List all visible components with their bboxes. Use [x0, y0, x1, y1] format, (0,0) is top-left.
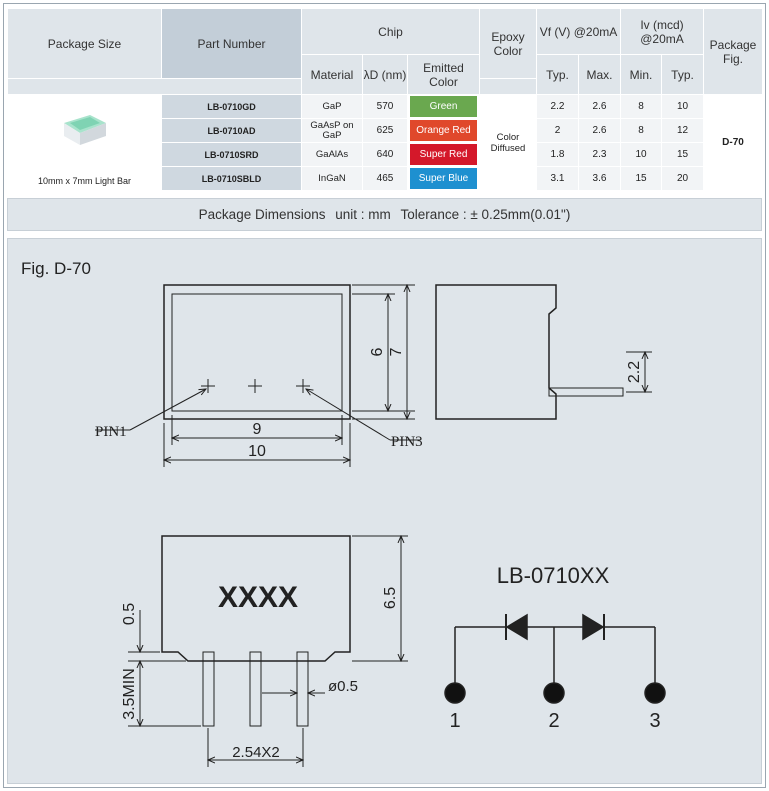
pin-number-1: 1 [449, 710, 460, 732]
diode-right-icon [582, 613, 605, 641]
header-iv-typ: Typ. [660, 54, 705, 95]
iv-typ: 15 [660, 142, 705, 167]
header-package-size: Package Size [7, 8, 162, 79]
part-number: LB-0710SRD [161, 142, 302, 167]
vf-typ: 2.2 [536, 94, 579, 119]
package-image-cell: 10mm x 7mm Light Bar [7, 94, 162, 191]
wavelength: 570 [362, 94, 408, 119]
vf-max: 2.3 [578, 142, 621, 167]
figure-title: Fig. D-70 [21, 259, 91, 278]
epoxy-color: Color Diffused [479, 94, 537, 191]
spec-table: Package Size Part Number Chip Epoxy Colo… [7, 8, 764, 191]
table-row: 10mm x 7mm Light Bar LB-0710GD GaP 570 G… [7, 94, 764, 191]
pin1-label: PIN1 [95, 424, 127, 440]
header-spacer [7, 78, 302, 95]
dim-10-label: 10 [248, 443, 266, 460]
table-row: LB-0710SBLD InGaN 465 Super Blue 3.1 3.6… [8, 166, 763, 191]
marking-label: XXXX [218, 581, 298, 614]
header-spacer-epoxy [479, 78, 537, 95]
pin-1-dot [444, 682, 466, 704]
banner-tolerance: Tolerance : ± 0.25mm(0.01") [400, 207, 571, 222]
package-fig: D-70 [703, 94, 764, 191]
emitted-color-badge: Green [410, 96, 477, 117]
iv-min: 8 [620, 118, 662, 143]
dim-2-2-label: 2.2 [626, 361, 643, 383]
package-body-view [128, 536, 408, 767]
pin-2-dot [543, 682, 565, 704]
header-emitted-color: Emitted Color [407, 54, 480, 95]
diode-left-icon [505, 613, 528, 641]
iv-min: 8 [620, 94, 662, 119]
iv-min: 10 [620, 142, 662, 167]
header-part-number: Part Number [161, 8, 302, 79]
circuit-title: LB-0710XX [497, 563, 610, 588]
material: InGaN [301, 166, 363, 191]
table-row: LB-0710SRD GaAlAs 640 Super Red 1.8 2.3 … [8, 142, 763, 167]
dim-6-label: 6 [369, 347, 386, 356]
side-view [435, 284, 652, 420]
dim-9-label: 9 [253, 421, 262, 438]
pitch-label: 2.54X2 [232, 744, 280, 761]
banner-title: Package Dimensions [198, 207, 326, 222]
part-number: LB-0710SBLD [161, 166, 302, 191]
emitted-color-badge: Super Blue [410, 168, 477, 189]
header-package-fig: Package Fig. [703, 8, 764, 95]
header-material: Material [301, 54, 363, 95]
vf-max: 2.6 [578, 94, 621, 119]
pin-3-dot [644, 682, 666, 704]
circuit-diagram [444, 613, 666, 704]
header-iv: Iv (mcd) @20mA [619, 8, 705, 55]
package-caption: 10mm x 7mm Light Bar [37, 176, 132, 186]
banner-unit: unit : mm [335, 207, 391, 222]
emitted-color-badge: Super Red [410, 144, 477, 165]
dim-6-5-label: 6.5 [382, 587, 399, 609]
dim-3-5min-label: 3.5MIN [121, 668, 138, 720]
iv-min: 15 [620, 166, 662, 191]
pin-diameter-label: ø0.5 [328, 678, 358, 695]
emitted-color-badge: Orange Red [410, 120, 477, 141]
header-vf-typ: Typ. [536, 54, 579, 95]
dim-7-label: 7 [388, 347, 405, 356]
iv-typ: 20 [660, 166, 705, 191]
part-number: LB-0710AD [161, 118, 302, 143]
header-epoxy-color: Epoxy Color [479, 8, 537, 79]
vf-max: 3.6 [578, 166, 621, 191]
pin-number-3: 3 [649, 710, 660, 732]
front-view [95, 285, 420, 467]
iv-typ: 10 [660, 94, 705, 119]
pin-number-2: 2 [548, 710, 559, 732]
header-vf-max: Max. [578, 54, 621, 95]
package-dimensions-banner: Package Dimensions unit : mm Tolerance :… [7, 198, 762, 231]
header-wavelength: λD (nm) [362, 54, 408, 95]
pin3-label: PIN3 [391, 434, 423, 450]
dimension-drawing-panel [7, 238, 762, 784]
header-vf: Vf (V) @20mA [536, 8, 621, 55]
dim-0-5-label: 0.5 [121, 603, 138, 625]
part-number: LB-0710GD [161, 94, 302, 119]
vf-typ: 1.8 [536, 142, 579, 167]
light-bar-image [63, 115, 106, 145]
